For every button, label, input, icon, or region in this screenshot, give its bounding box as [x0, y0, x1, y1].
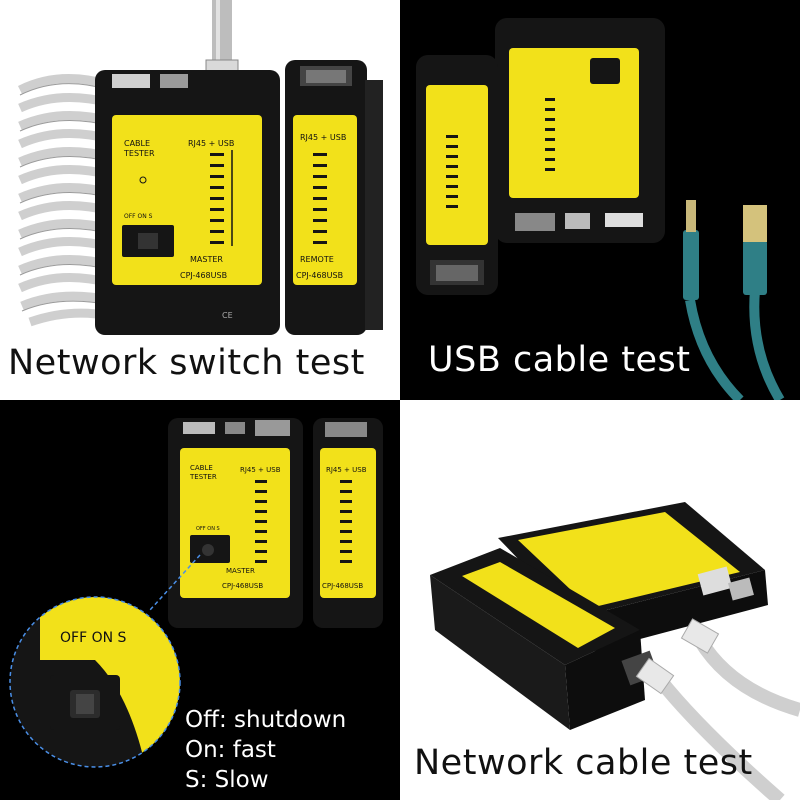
master-label: MASTER [190, 255, 223, 264]
panel-usb-cable-test: USB cable test [400, 0, 800, 400]
master-title-line1: CABLE [124, 139, 150, 148]
remote-port-label: RJ45 + USB [300, 133, 346, 142]
q3-switch-label: OFF ON S [196, 526, 220, 532]
master-title-line2: TESTER [123, 149, 155, 158]
ce-mark: CE [222, 311, 233, 320]
mode-off: Off: shutdown [185, 707, 347, 733]
mode-on: On: fast [185, 737, 276, 763]
q3-master-port-label: RJ45 + USB [240, 466, 281, 474]
mode-slow: S: Slow [185, 767, 269, 793]
switch-label: OFF ON S [124, 213, 153, 220]
caption-network-switch-test: Network switch test [8, 343, 365, 383]
switch-modes-legend: Off: shutdown On: fast S: Slow [185, 705, 346, 795]
remote-label: REMOTE [300, 255, 334, 264]
tester-with-cable-coil-illustration: CABLE TESTER RJ45 + USB RJ45 + USB OFF O… [17, 0, 383, 335]
master-port-label: RJ45 + USB [188, 139, 234, 148]
master-model: CPJ-468USB [180, 271, 227, 280]
q3-remote-model: CPJ-468USB [322, 582, 363, 590]
caption-usb-cable-test: USB cable test [428, 340, 691, 380]
tester-with-usb-cable-illustration [416, 18, 785, 400]
panel-network-switch-test: CABLE TESTER RJ45 + USB RJ45 + USB OFF O… [0, 0, 400, 400]
zoom-switch-label: OFF ON S [60, 630, 127, 646]
q3-master-title-line1: CABLE [190, 464, 213, 472]
panel-switch-modes: CABLE TESTER RJ45 + USB RJ45 + USB OFF O… [0, 400, 400, 800]
tester-with-network-cable-illustration [430, 502, 800, 800]
q3-remote-port-label: RJ45 + USB [326, 466, 367, 474]
q3-master-label: MASTER [226, 567, 255, 575]
panel-network-cable-test: Network cable test [400, 400, 800, 800]
q3-master-model: CPJ-468USB [222, 582, 263, 590]
tester-switch-closeup-illustration: CABLE TESTER RJ45 + USB RJ45 + USB OFF O… [9, 418, 383, 768]
caption-network-cable-test: Network cable test [414, 743, 753, 783]
remote-model: CPJ-468USB [296, 271, 343, 280]
q3-master-title-line2: TESTER [189, 473, 217, 481]
